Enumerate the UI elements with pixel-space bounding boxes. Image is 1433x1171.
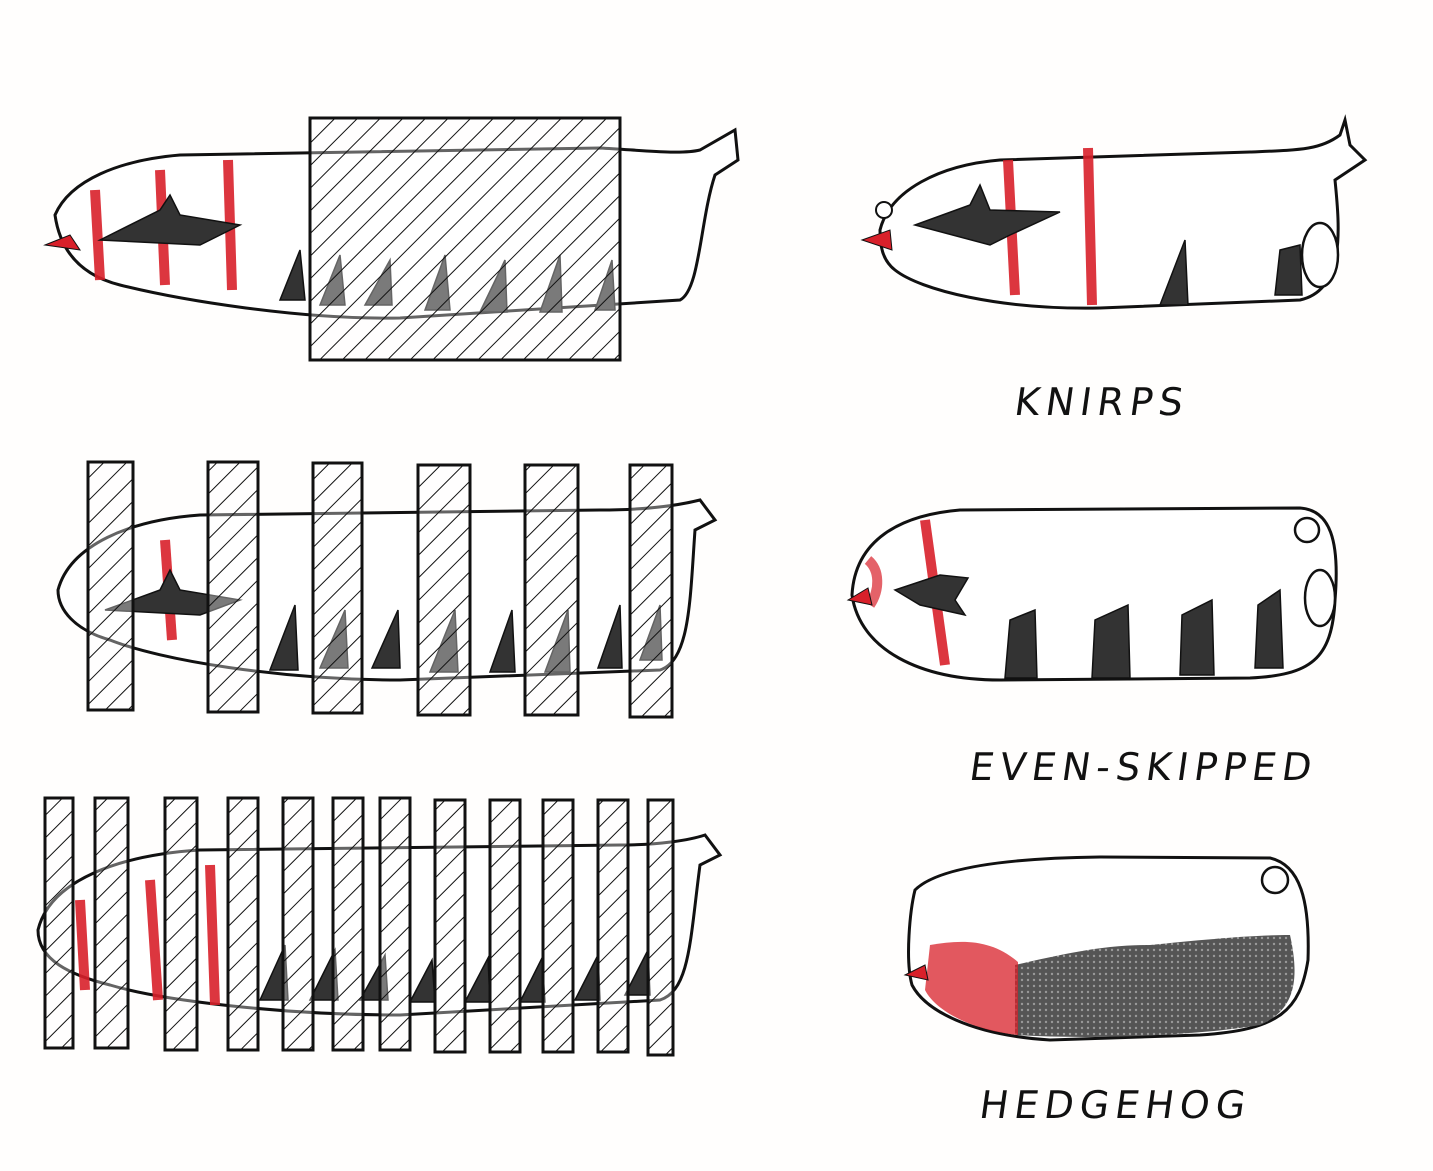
- wildtype-larva-knirps-domain: [43, 116, 740, 362]
- even-skipped-mutant-larva: [846, 506, 1338, 682]
- wildtype-larva-eve-domain: [56, 460, 718, 719]
- eve-deleted-stripes: [86, 460, 674, 719]
- knirps-mutant-larva: [860, 114, 1368, 310]
- knirps-deleted-region: [308, 116, 622, 362]
- label-even-skipped: EVEN-SKIPPED: [966, 745, 1321, 789]
- hedgehog-deleted-stripes: [43, 796, 675, 1057]
- label-knirps: KNIRPS: [1011, 380, 1193, 424]
- label-hedgehog: HEDGEHOG: [976, 1083, 1255, 1127]
- hedgehog-mutant-larva: [903, 855, 1310, 1042]
- wildtype-larva-hedgehog-domain: [36, 796, 723, 1057]
